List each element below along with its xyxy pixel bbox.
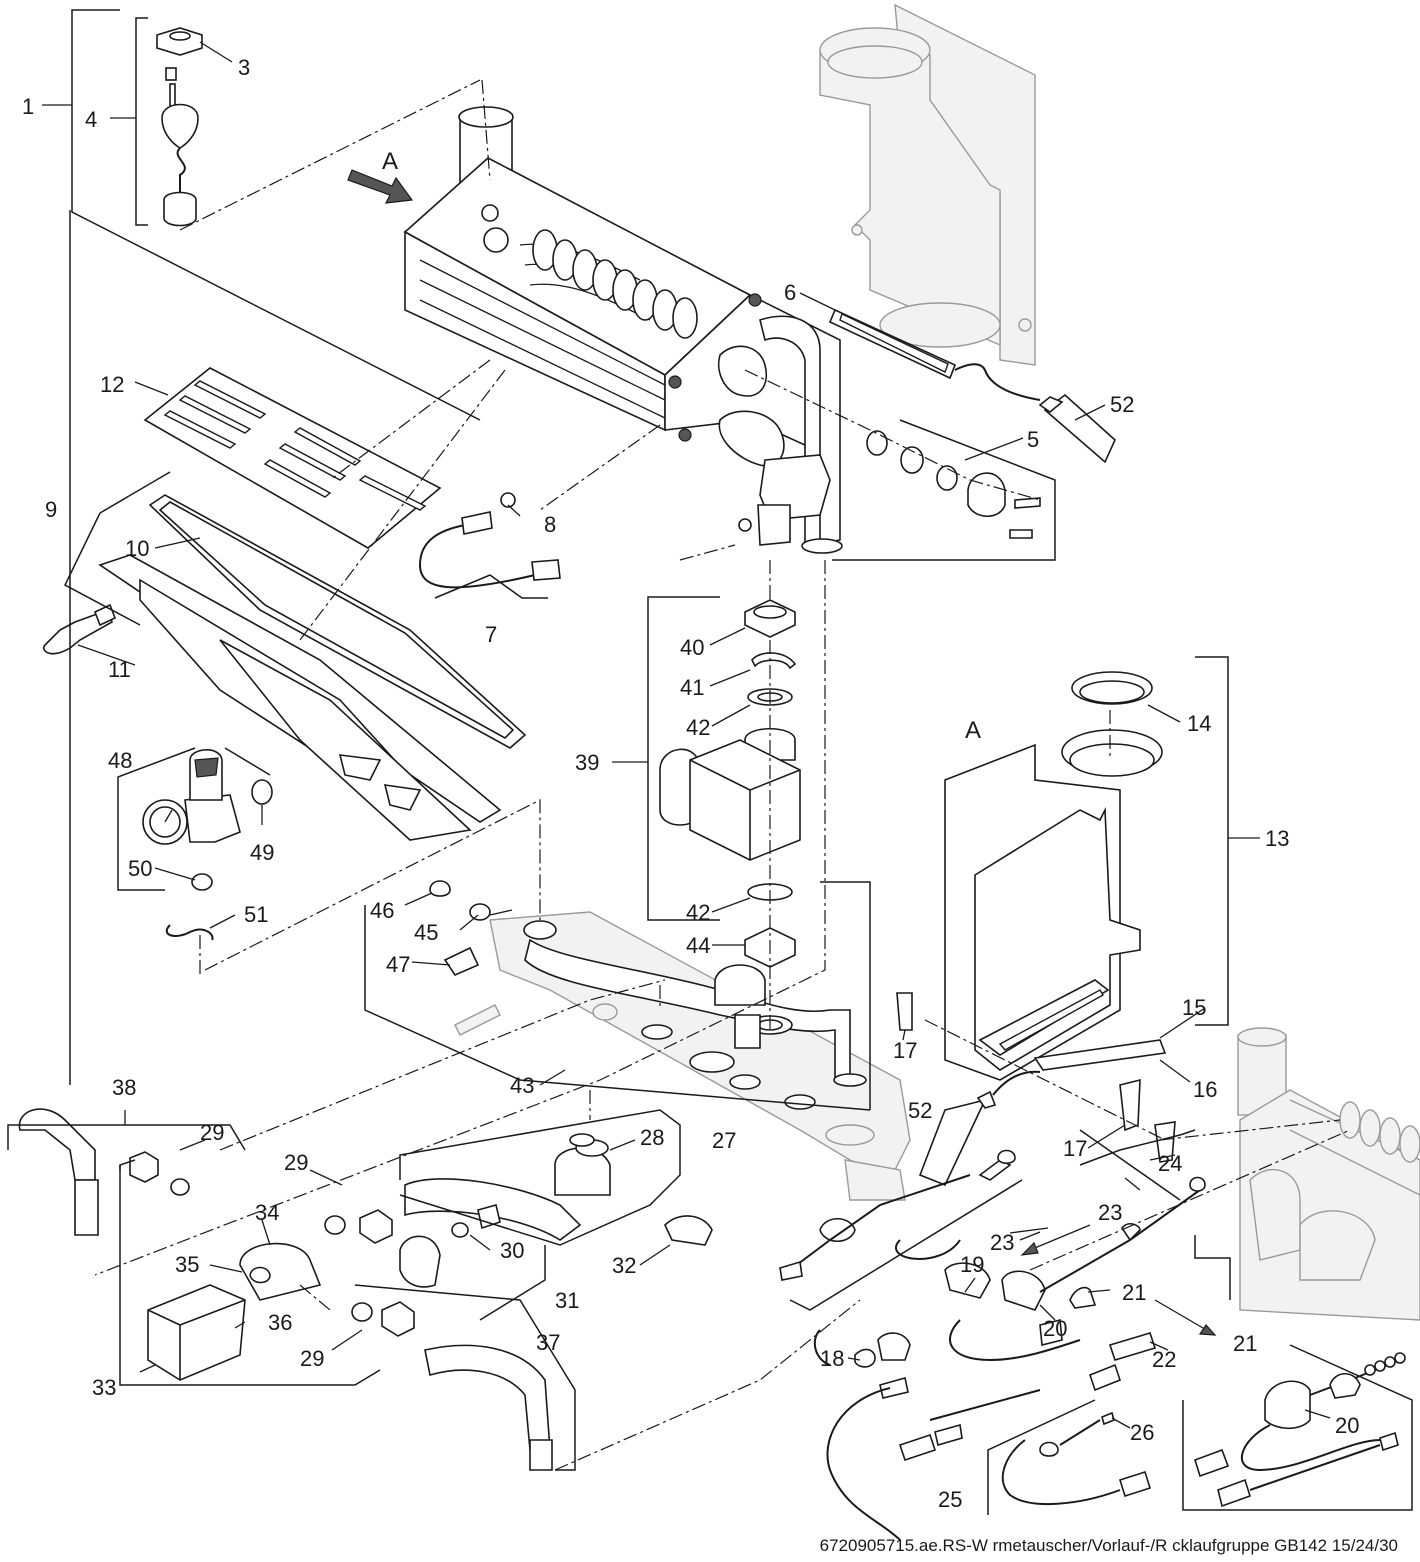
callout-31: 31 <box>555 1288 579 1313</box>
callout-37: 37 <box>536 1330 560 1355</box>
callout-38: 38 <box>112 1075 136 1100</box>
combustion-chamber-panel-part <box>896 671 1176 1163</box>
callout-50: 50 <box>128 856 152 881</box>
view-a-panel-label: A <box>965 717 981 744</box>
callout-42-lower: 42 <box>686 900 710 925</box>
callout-33: 33 <box>92 1375 116 1400</box>
callout-23-left: 23 <box>990 1230 1014 1255</box>
temperature-sensor-part <box>418 492 561 589</box>
callout-41: 41 <box>680 675 704 700</box>
sensor-fitting-part <box>866 430 1041 539</box>
callout-10: 10 <box>125 536 149 561</box>
callout-52-upper: 52 <box>1110 392 1134 417</box>
callout-16: 16 <box>1193 1077 1217 1102</box>
insulation-plate-part <box>143 367 442 549</box>
callout-28: 28 <box>640 1125 664 1150</box>
callout-32: 32 <box>612 1253 636 1278</box>
callout-6: 6 <box>784 280 796 305</box>
gasket-part <box>828 308 957 380</box>
callout-17-lower: 17 <box>1063 1136 1087 1161</box>
callout-labels: 1 3 4 5 6 7 8 9 10 11 12 13 14 15 16 17 … <box>22 55 1359 1512</box>
burner-frame-part <box>98 494 527 841</box>
callout-39: 39 <box>575 750 599 775</box>
callout-7: 7 <box>485 622 497 647</box>
grease-tube-part <box>954 363 1116 464</box>
leader-lines <box>42 41 1331 1429</box>
callout-17-upper: 17 <box>893 1038 917 1063</box>
callout-29-lower: 29 <box>300 1346 324 1371</box>
callout-44: 44 <box>686 933 710 958</box>
callout-51: 51 <box>244 902 268 927</box>
callout-5: 5 <box>1027 427 1039 452</box>
callout-30: 30 <box>500 1238 524 1263</box>
callout-29-upper-left: 29 <box>200 1120 224 1145</box>
drawing-reference-caption: 6720905715.ae.RS-W rmetauscher/Vorlauf-/… <box>819 1536 1398 1555</box>
callout-8: 8 <box>544 512 556 537</box>
callout-48: 48 <box>108 748 132 773</box>
callout-3: 3 <box>238 55 250 80</box>
clip-parts <box>429 880 491 977</box>
callout-45: 45 <box>414 920 438 945</box>
callout-34: 34 <box>255 1200 279 1225</box>
callout-20-main: 20 <box>1043 1316 1067 1341</box>
callout-14: 14 <box>1187 711 1211 736</box>
view-a-label: A <box>382 148 398 175</box>
callout-24: 24 <box>1158 1151 1182 1176</box>
callout-52-lower: 52 <box>908 1098 932 1123</box>
callout-29-upper-middle: 29 <box>284 1150 308 1175</box>
callout-23-right: 23 <box>1098 1200 1122 1225</box>
grease-tube-lower-part <box>918 1070 1041 1187</box>
callout-35: 35 <box>175 1252 199 1277</box>
electrode-part <box>43 603 117 655</box>
callout-21-main: 21 <box>1122 1280 1146 1305</box>
callout-26: 26 <box>1130 1420 1154 1445</box>
ignition-electrode-part <box>779 1149 1206 1541</box>
callout-43: 43 <box>510 1073 534 1098</box>
callout-11: 11 <box>108 657 131 682</box>
callout-9: 9 <box>45 497 57 522</box>
callout-4: 4 <box>85 107 97 132</box>
circulation-pump-part <box>659 599 801 968</box>
callout-42-upper: 42 <box>686 715 710 740</box>
callout-1: 1 <box>22 94 34 119</box>
air-vent-part <box>156 27 203 227</box>
assembly-axes <box>94 79 1351 1471</box>
callout-19: 19 <box>960 1252 984 1277</box>
callout-27: 27 <box>712 1128 736 1153</box>
callout-25: 25 <box>938 1487 962 1512</box>
flow-pipe-part <box>523 920 867 1110</box>
callout-36: 36 <box>268 1310 292 1335</box>
callout-49: 49 <box>250 840 274 865</box>
heat-exchanger-part <box>403 106 843 554</box>
callout-47: 47 <box>386 952 410 977</box>
callout-21-inset: 21 <box>1233 1331 1257 1356</box>
flue-hood-part <box>819 3 1036 366</box>
heat-exchanger-background-part <box>1237 1027 1420 1321</box>
callout-15: 15 <box>1182 995 1206 1020</box>
callout-13: 13 <box>1265 826 1289 851</box>
callout-20-inset: 20 <box>1335 1413 1359 1438</box>
group-brackets <box>7 9 1413 1515</box>
callout-40: 40 <box>680 635 704 660</box>
callout-46: 46 <box>370 898 394 923</box>
callout-22: 22 <box>1152 1347 1176 1372</box>
callout-18: 18 <box>820 1346 844 1371</box>
electrode-detail-inset-part <box>1194 1352 1406 1508</box>
view-a-arrow <box>347 169 414 204</box>
safety-valve-part <box>142 749 273 941</box>
return-pipe-assembly-part <box>18 1108 713 1471</box>
callout-12: 12 <box>100 372 124 397</box>
